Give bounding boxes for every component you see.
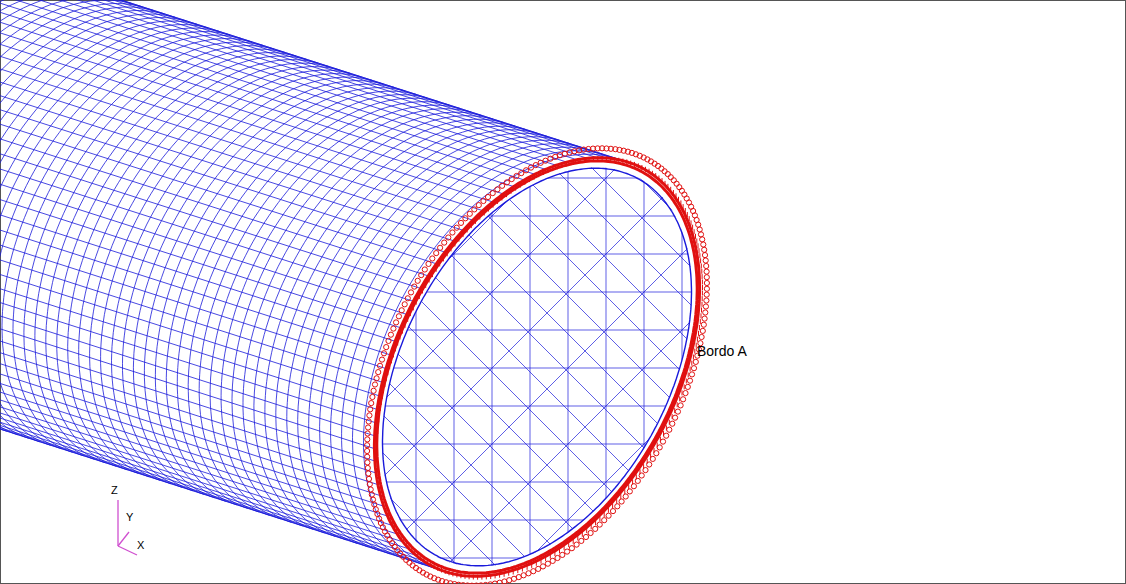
z-axis [117, 500, 118, 546]
y-axis [118, 532, 129, 546]
circumferential-mesh-lines [0, 0, 613, 568]
inner-ring [383, 168, 692, 566]
axis-label-box: Y [126, 512, 133, 523]
edge-label-box: Bordo A [697, 344, 747, 358]
edge-label: Bordo A [697, 343, 747, 359]
constraint-symbols [365, 146, 710, 584]
end-face-mesh [0, 140, 1126, 584]
axis-label: Y [126, 511, 133, 523]
axis-label-box: X [137, 540, 144, 551]
constraint-ring [377, 161, 697, 573]
longitudinal-mesh-lines [0, 0, 627, 572]
axis-label: X [137, 539, 144, 551]
axis-triad [118, 500, 137, 555]
axis-label: Z [111, 484, 118, 496]
constraint-ring [374, 158, 699, 577]
x-axis [118, 546, 137, 555]
axis-label-box: Z [111, 485, 118, 496]
